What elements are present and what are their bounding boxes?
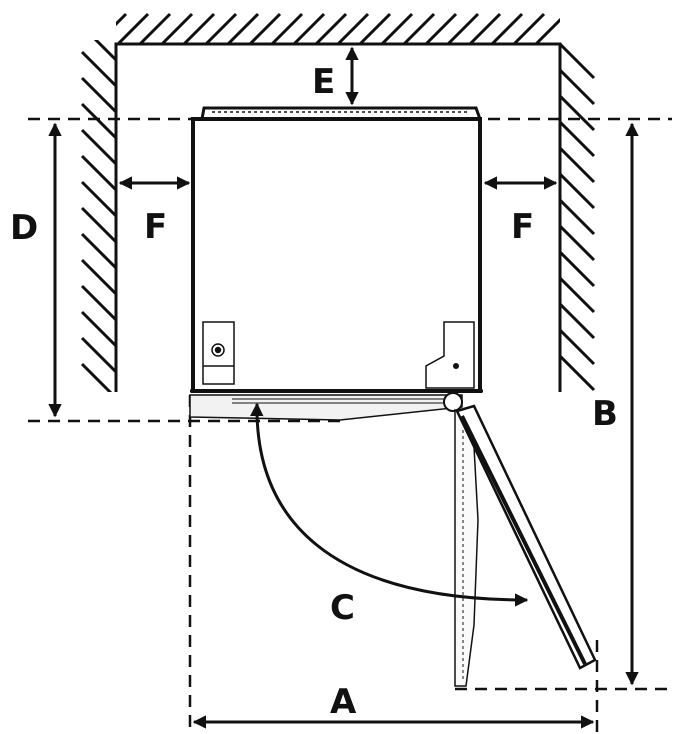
closed-door-panel	[189, 392, 463, 421]
refrigerator-top-view-icon	[190, 106, 483, 393]
wall-hatching-top-icon	[116, 12, 560, 44]
top-vent-strip	[200, 106, 482, 120]
refrigerator-body	[191, 117, 482, 393]
wall-hatching-right-icon	[560, 42, 596, 392]
label-f-left: F	[144, 207, 167, 247]
label-a: A	[330, 682, 357, 722]
label-b: B	[592, 394, 618, 434]
door-inner-liner	[454, 409, 479, 687]
dimension-arrows	[48, 46, 639, 729]
wall-outline	[114, 42, 562, 392]
wall-hatching-left-icon	[80, 40, 116, 392]
open-door-icon	[454, 404, 597, 687]
wall-niche	[80, 12, 596, 392]
hinge-pivot-icon	[443, 392, 463, 412]
dimension-labels: E F F D B C A	[10, 62, 618, 722]
label-d: D	[10, 208, 38, 248]
label-e: E	[312, 62, 335, 102]
door-swing-arc-icon	[250, 402, 529, 607]
hinge-housing-icon	[425, 321, 475, 389]
label-f-right: F	[511, 207, 534, 247]
compressor-box-icon	[202, 321, 235, 385]
label-c: C	[330, 588, 355, 628]
